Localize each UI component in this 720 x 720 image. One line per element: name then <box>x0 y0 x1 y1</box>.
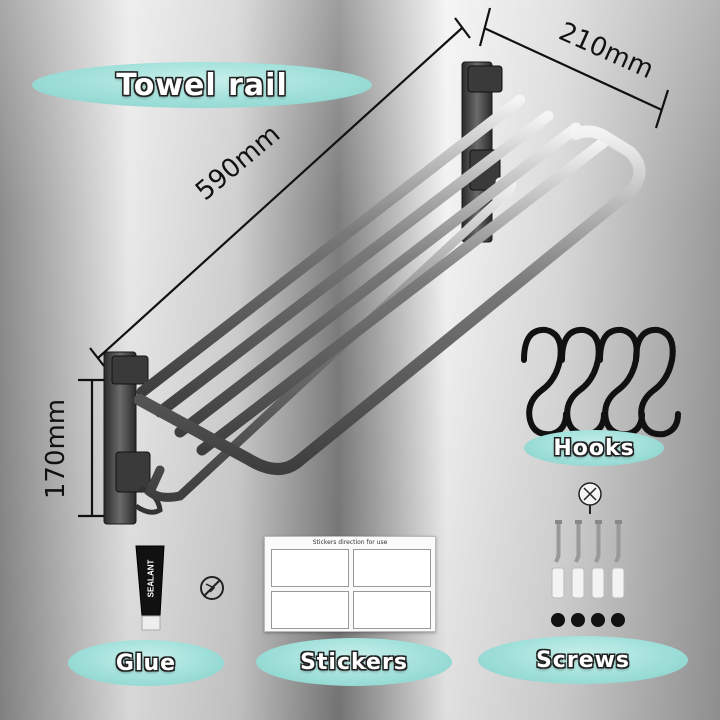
screws-pill: Screws <box>478 636 688 684</box>
glue-tube-label: SEALANT <box>146 559 156 598</box>
title-pill: Towel rail <box>32 62 372 108</box>
shelf-bars <box>134 94 646 475</box>
sticker-sheet-heading: Stickers direction for use <box>312 539 388 546</box>
wall-bracket-left <box>103 351 163 525</box>
glue-pill: Glue <box>68 640 224 686</box>
no-drill-icon <box>200 576 224 600</box>
sticker-step-2 <box>353 549 431 587</box>
screw-head-icon <box>578 482 602 514</box>
hooks-pill: Hooks <box>524 430 664 466</box>
screws-row <box>554 520 622 563</box>
s-hooks <box>521 326 681 438</box>
sticker-step-1 <box>271 549 349 587</box>
dimension-lines <box>78 7 670 518</box>
sticker-step-4 <box>353 591 431 629</box>
height-dimension-label: 170mm <box>41 398 72 500</box>
stickers-pill: Stickers <box>256 638 452 686</box>
sticker-step-3 <box>271 591 349 629</box>
screw-caps-row <box>551 613 625 627</box>
sticker-sheet: Stickers direction for use <box>264 536 436 632</box>
wall-anchors-row <box>551 567 625 599</box>
glue-tube <box>135 545 165 631</box>
